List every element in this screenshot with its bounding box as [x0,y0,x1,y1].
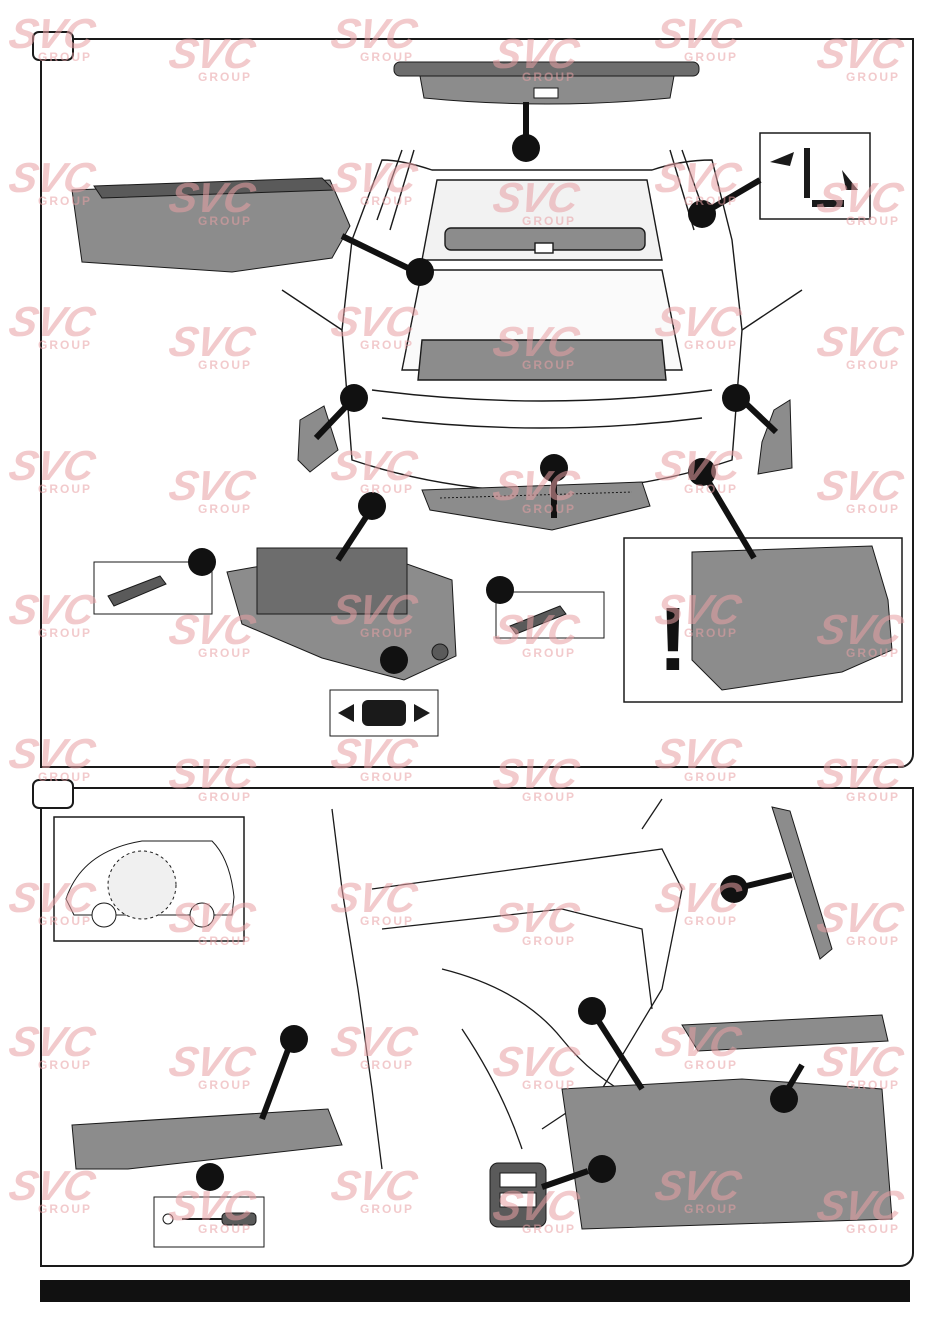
step-2-badge [32,779,74,809]
car-rear-body [281,149,803,493]
side-trim-panel [561,1078,893,1230]
load-cover-roller [393,61,700,105]
upper-trim-strip [681,1014,889,1052]
clip-box-right [495,591,605,639]
step-2-diagram [53,798,893,1248]
right-side-cap [757,399,793,475]
warning-exclamation: ! [658,590,688,690]
step-1-badge [32,31,74,61]
sill-trim-lower [71,1108,343,1170]
callout-dots-2 [196,875,798,1191]
inset-car-box [53,816,245,942]
c-pillar-trim [771,806,833,960]
amplifier-housing [226,547,457,681]
footer-bar [40,1280,910,1302]
step-1-panel: ! [40,38,914,768]
step-1-diagram: ! [71,61,903,737]
tilt-icon-box [759,132,871,220]
parcel-shelf [71,177,351,273]
switch-panel [489,1162,547,1228]
connector-box [329,689,439,737]
warning-box [623,537,903,703]
callout-dots [188,134,750,674]
step-2-panel [40,787,914,1267]
callout-arrows-2 [259,872,805,1190]
screwdriver-box [153,1196,265,1248]
sill-trim [421,481,651,531]
